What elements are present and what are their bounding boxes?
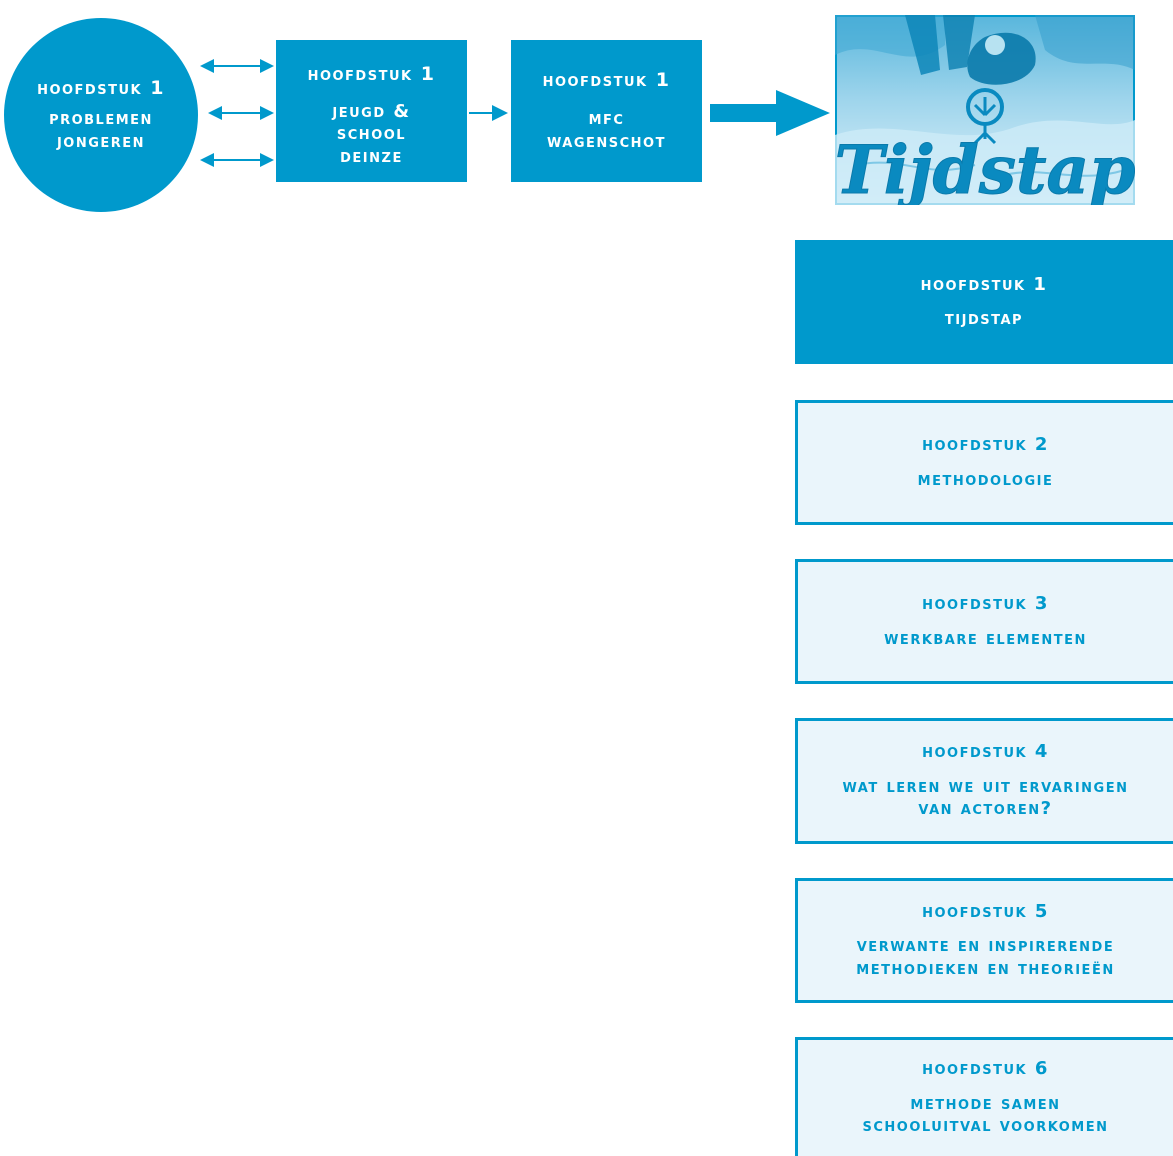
arrow-jeugd-to-mfc bbox=[469, 105, 508, 121]
chapter-4-box[interactable]: HOOFDSTUK 4 WAT LEREN WE UIT ERVARINGEN … bbox=[795, 718, 1173, 844]
chapter-2-box[interactable]: HOOFDSTUK 2 METHODOLOGIE bbox=[795, 400, 1173, 525]
chapter-title: VERWANTE EN INSPIRERENDE METHODIEKEN EN … bbox=[856, 935, 1114, 980]
node-jeugd-school-deinze: HOOFDSTUK 1 JEUGD & SCHOOL DEINZE bbox=[276, 40, 467, 182]
chapter-5-box[interactable]: HOOFDSTUK 5 VERWANTE EN INSPIRERENDE MET… bbox=[795, 878, 1173, 1003]
node-title-line: JEUGD & bbox=[332, 100, 411, 122]
node-heading: HOOFDSTUK 1 bbox=[542, 68, 671, 91]
chapter-title-line: METHODIEKEN EN THEORIEËN bbox=[856, 957, 1115, 979]
node-title-line: MFC bbox=[588, 108, 625, 130]
double-arrow-top bbox=[200, 59, 274, 73]
node-title: JEUGD & SCHOOL DEINZE bbox=[332, 101, 410, 169]
double-arrow-middle bbox=[208, 106, 274, 120]
tijdstap-logo-image: Tijdstap bbox=[835, 15, 1135, 205]
chapter-heading: HOOFDSTUK 5 bbox=[922, 900, 1049, 922]
tree-emblem-icon bbox=[966, 88, 1004, 145]
double-arrow-bottom bbox=[200, 153, 274, 167]
node-title-line: PROBLEMEN bbox=[49, 108, 153, 130]
chapter-1-box[interactable]: HOOFDSTUK 1 TIJDSTAP bbox=[795, 240, 1173, 364]
chapter-title: WAT LEREN WE UIT ERVARINGEN VAN ACTOREN? bbox=[843, 776, 1129, 821]
chapter-title-line: SCHOOLUITVAL VOORKOMEN bbox=[862, 1115, 1109, 1137]
node-problemen-jongeren: HOOFDSTUK 1 PROBLEMEN JONGEREN bbox=[4, 18, 198, 212]
node-title-line: DEINZE bbox=[340, 145, 403, 167]
chapter-title-line: TIJDSTAP bbox=[944, 308, 1024, 329]
chapter-title-line: METHODE SAMEN bbox=[910, 1092, 1061, 1114]
node-mfc-wagenschot: HOOFDSTUK 1 MFC WAGENSCHOT bbox=[511, 40, 702, 182]
chapter-title: TIJDSTAP bbox=[945, 308, 1023, 331]
node-heading: HOOFDSTUK 1 bbox=[307, 63, 436, 85]
node-title: MFC WAGENSCHOT bbox=[547, 108, 666, 153]
chapter-6-box[interactable]: HOOFDSTUK 6 METHODE SAMEN SCHOOLUITVAL V… bbox=[795, 1037, 1173, 1156]
node-title-line: JONGEREN bbox=[56, 130, 146, 152]
chapter-title-line: WAT LEREN WE UIT ERVARINGEN bbox=[842, 775, 1129, 797]
node-title-line: SCHOOL bbox=[336, 123, 407, 145]
chapter-title: WERKBARE ELEMENTEN bbox=[884, 628, 1087, 651]
chapter-heading: HOOFDSTUK 2 bbox=[922, 434, 1049, 455]
chapter-3-box[interactable]: HOOFDSTUK 3 WERKBARE ELEMENTEN bbox=[795, 559, 1173, 684]
chapter-title: METHODE SAMEN SCHOOLUITVAL VOORKOMEN bbox=[863, 1093, 1109, 1138]
node-title: PROBLEMEN JONGEREN bbox=[49, 108, 153, 153]
chapter-heading: HOOFDSTUK 6 bbox=[922, 1058, 1049, 1080]
arrow-mfc-to-tijdstap bbox=[710, 90, 830, 136]
chapter-title-line: WERKBARE ELEMENTEN bbox=[884, 627, 1087, 649]
chapter-heading: HOOFDSTUK 1 bbox=[920, 273, 1048, 295]
connector-arrows bbox=[200, 59, 830, 167]
chapter-title-line: METHODOLOGIE bbox=[917, 468, 1054, 490]
chapter-title-line: VERWANTE EN INSPIRERENDE bbox=[856, 935, 1115, 957]
chapter-title-line: VAN ACTOREN? bbox=[918, 798, 1053, 820]
chapter-title: METHODOLOGIE bbox=[918, 469, 1054, 492]
chapter-heading: HOOFDSTUK 3 bbox=[922, 593, 1049, 614]
chapter-heading: HOOFDSTUK 4 bbox=[922, 741, 1049, 763]
node-heading: HOOFDSTUK 1 bbox=[37, 76, 165, 99]
logo-text: Tijdstap bbox=[835, 131, 1135, 205]
node-title-line: WAGENSCHOT bbox=[547, 130, 666, 152]
